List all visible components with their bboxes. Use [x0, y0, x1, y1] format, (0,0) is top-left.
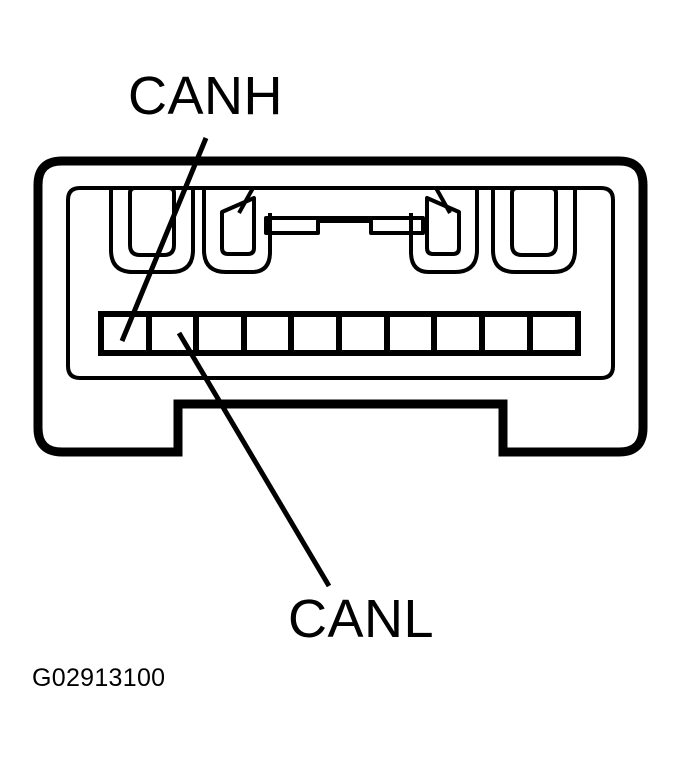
tab-left-inner-slot	[220, 196, 256, 256]
center-latch-crown	[237, 186, 452, 214]
canh-label: CANH	[128, 66, 284, 126]
center-latch	[237, 186, 452, 235]
tab-right-outer-shell	[491, 188, 577, 274]
connector-outer-shell	[33, 156, 648, 457]
tab-right-outer	[491, 186, 577, 274]
connector-body-outline	[33, 156, 648, 457]
connector-inner-frame	[66, 186, 615, 380]
canl-leader-line	[176, 331, 332, 588]
tab-right-inner	[409, 188, 479, 274]
center-latch-notch-plate	[264, 216, 425, 235]
tab-right-inner-slot	[425, 196, 461, 256]
tab-right-outer-slot	[510, 186, 558, 257]
inner-frame-outline	[66, 186, 615, 380]
tab-right-inner-shell	[409, 188, 479, 274]
tab-left-outer-slot	[128, 186, 176, 257]
tab-left-inner	[202, 188, 272, 274]
pin-row	[98, 311, 581, 356]
tab-left-inner-shell	[202, 188, 272, 274]
figure-caption: G02913100	[32, 664, 166, 692]
canh-leader-line	[119, 137, 209, 342]
canl-label: CANL	[288, 589, 435, 649]
